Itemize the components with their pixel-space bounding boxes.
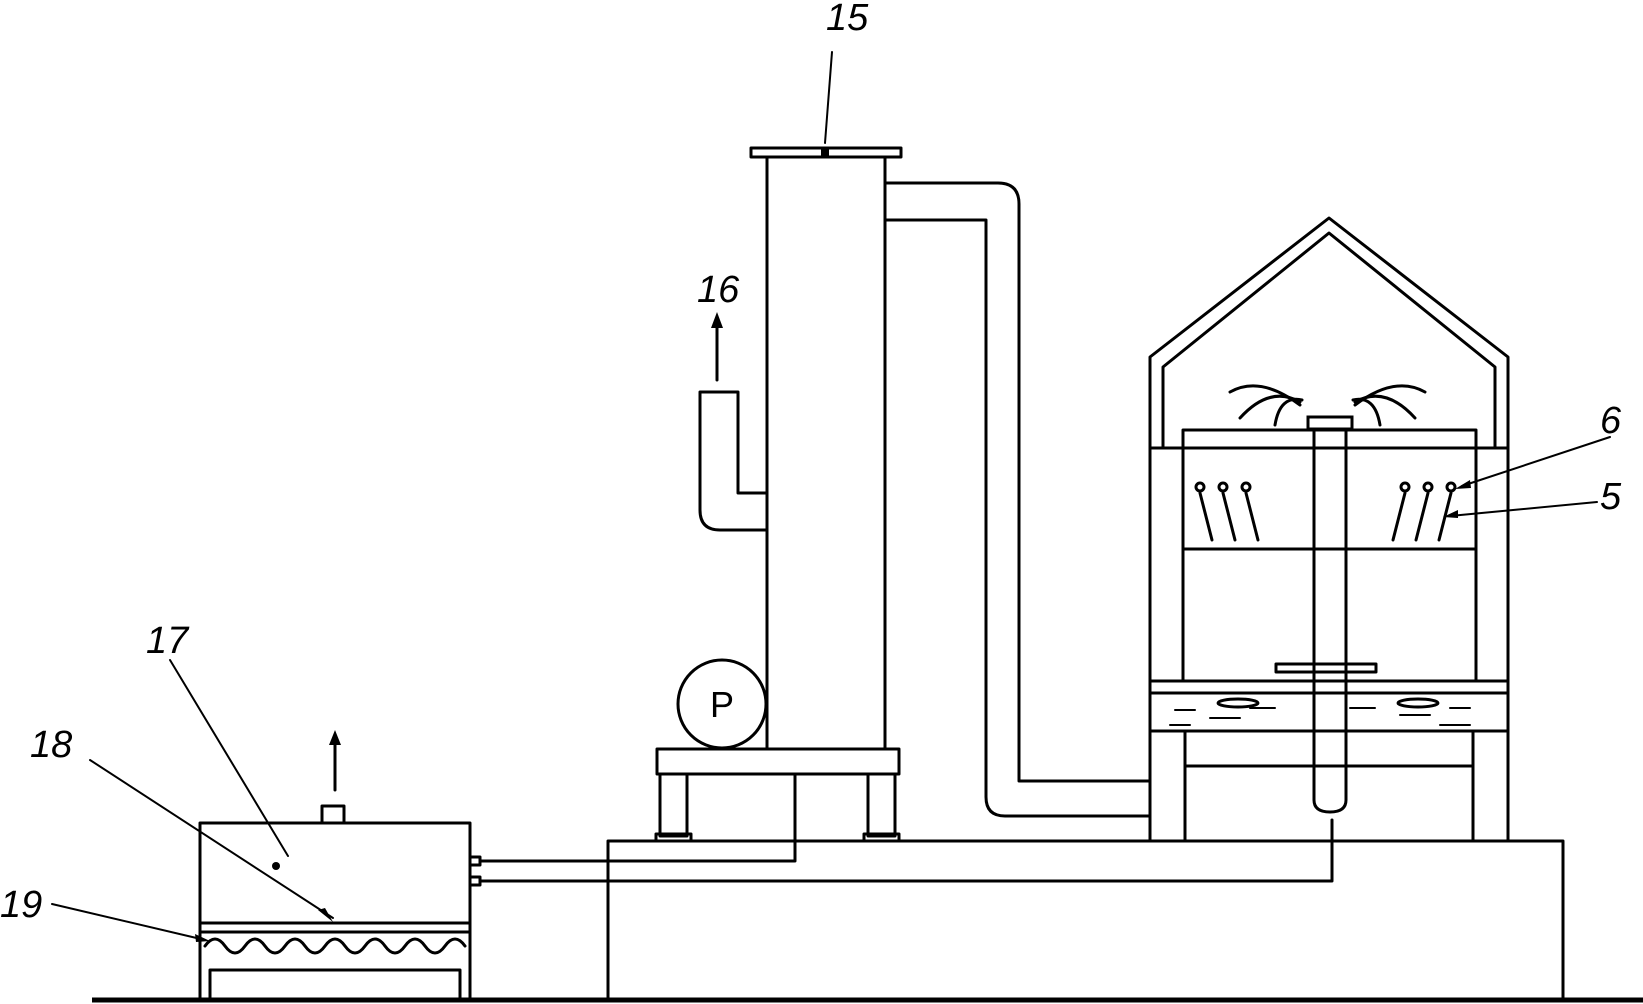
pump-letter: P — [710, 684, 734, 725]
heating-tank — [198, 730, 482, 1002]
greenhouse — [1148, 216, 1510, 843]
label-15: 15 — [826, 0, 869, 39]
base-platform — [606, 839, 1565, 1002]
tank-outlet — [320, 804, 346, 825]
label-16: 16 — [697, 269, 740, 311]
label-18: 18 — [30, 724, 72, 766]
label-19: 19 — [0, 884, 42, 926]
label-5: 5 — [1600, 476, 1622, 518]
label-17: 17 — [146, 620, 190, 662]
absorption-column: P — [654, 146, 903, 843]
leader-lines — [51, 51, 1611, 942]
label-6: 6 — [1600, 400, 1622, 442]
heating-coil — [203, 937, 467, 955]
transfer-pipe — [883, 181, 1152, 818]
